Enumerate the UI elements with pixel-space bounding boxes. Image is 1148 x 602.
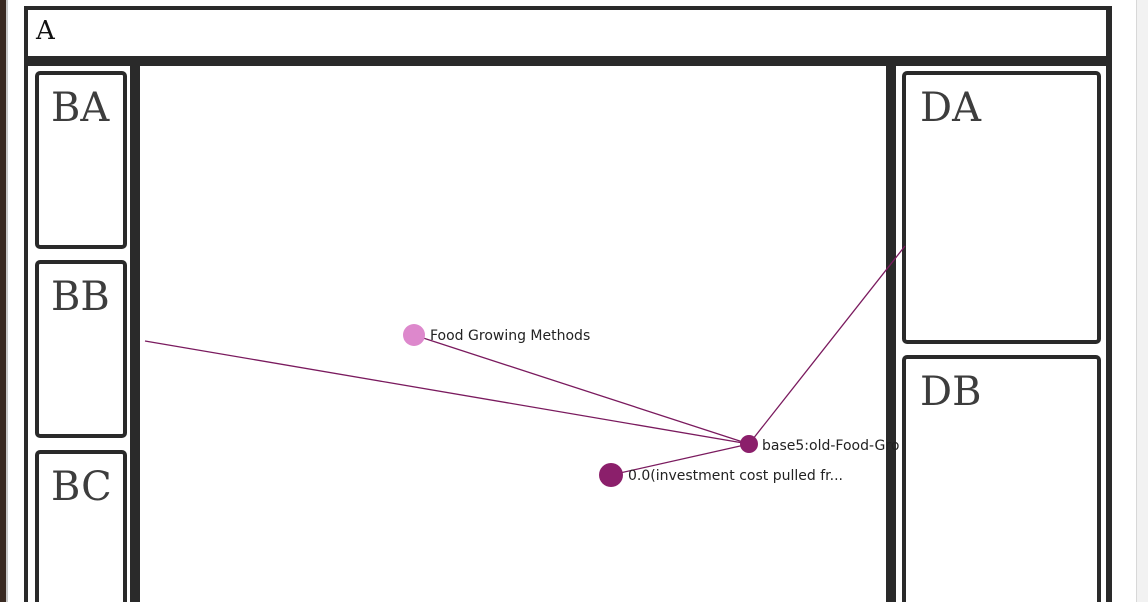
header-label: A: [36, 16, 55, 46]
panel-bb[interactable]: BB: [35, 260, 127, 438]
edge-topic-to-hub: [413, 334, 750, 445]
window-scrollbar[interactable]: [1136, 0, 1148, 602]
panel-ba-label: BA: [51, 85, 110, 131]
panel-bc[interactable]: BC: [35, 450, 127, 602]
panel-da[interactable]: DA: [902, 71, 1101, 344]
topic-node-label: Food Growing Methods: [430, 328, 590, 344]
window-left-edge-highlight: [6, 0, 8, 602]
panel-ba[interactable]: BA: [35, 71, 127, 249]
panel-db[interactable]: DB: [902, 355, 1101, 602]
panel-da-label: DA: [920, 85, 981, 131]
value-node[interactable]: [599, 463, 623, 487]
edge-hub-to-da: [748, 245, 906, 445]
edge-bb-to-hub: [144, 340, 750, 445]
main-canvas[interactable]: [140, 66, 886, 602]
panel-bc-label: BC: [51, 464, 112, 510]
topic-node[interactable]: [403, 324, 425, 346]
panel-db-label: DB: [920, 369, 982, 415]
value-node-label: 0.0(investment cost pulled fr...: [628, 468, 843, 484]
hub-node-label: base5:old-Food-Gro: [762, 438, 899, 454]
edge-value-to-hub: [610, 443, 750, 476]
header-panel: A: [28, 10, 1106, 56]
window-left-edge: [0, 0, 6, 602]
hub-node[interactable]: [740, 435, 758, 453]
panel-bb-label: BB: [51, 274, 110, 320]
